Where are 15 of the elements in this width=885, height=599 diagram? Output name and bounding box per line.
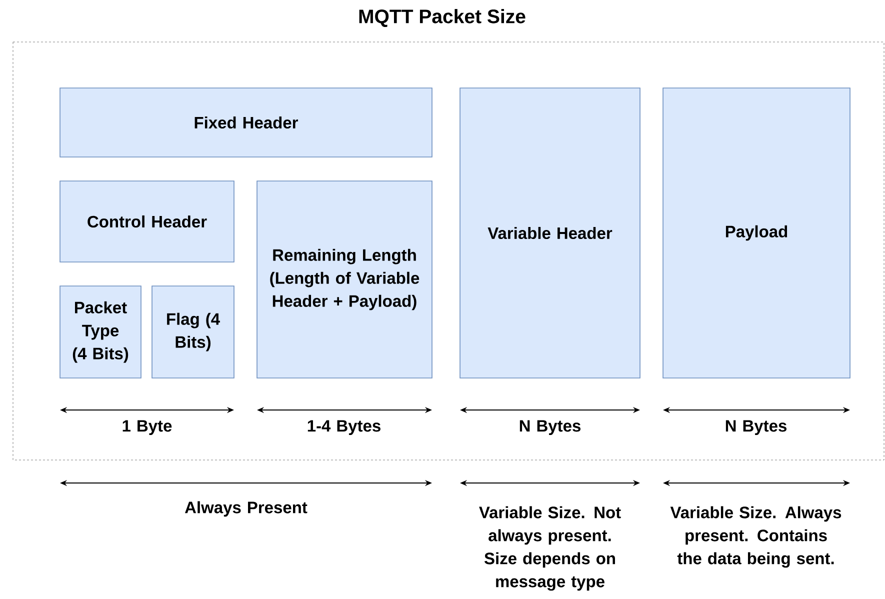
header-box: Packet Type (4 Bits) [60,286,142,378]
header-box: Flag (4 Bits) [152,286,234,378]
dimension-label: 1 Byte [122,420,172,435]
dimension-label: N Bytes [726,420,786,435]
dimension-label: 1-4 Bytes [308,420,380,435]
header-box: Variable Header [460,88,640,378]
header-box: Payload [662,88,850,378]
header-box: Remaining Length (Length of Variable Header + Payload) [256,180,432,378]
dimension-label: Always Present [184,501,308,517]
header-box: Fixed Header [60,88,432,158]
dimension-label: Variable Size. Always present. Contains the data being sent. [670,506,842,568]
header-box: Control Header [60,180,234,262]
title: MQTT Packet Size [359,9,526,27]
dimension-label: N Bytes [520,420,580,435]
dimension-label: Variable Size. Not always present. Size depends on message type [479,506,621,591]
